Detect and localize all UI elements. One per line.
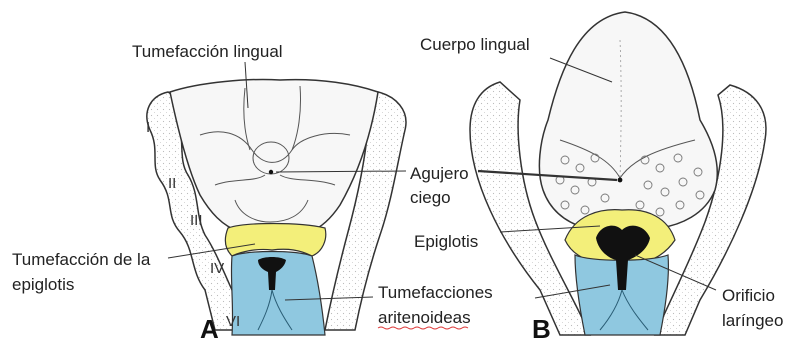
label-agujero: Agujero: [410, 164, 469, 183]
panel-label-b: B: [532, 314, 551, 342]
label-epiglotis: Epiglotis: [414, 232, 478, 251]
label-orificio: Orificio: [722, 286, 775, 305]
label-aritenoideas: aritenoideas: [378, 308, 471, 327]
label-cuerpo-lingual: Cuerpo lingual: [420, 35, 530, 54]
panel-a-drawing: [147, 80, 406, 336]
arch-label-iv: IV: [210, 260, 224, 277]
arch-label-i: I: [146, 119, 150, 136]
lingual-swelling: [170, 80, 378, 233]
label-ciego: ciego: [410, 188, 451, 207]
arch-label-iii: III: [190, 212, 203, 229]
foramen-cecum-a: [269, 170, 273, 174]
label-laringeo: laríngeo: [722, 311, 783, 330]
label-tumefacciones: Tumefacciones: [378, 283, 493, 302]
label-tumefaccion-epiglotis-1: Tumefacción de la: [12, 250, 151, 269]
foramen-cecum-b: [618, 178, 623, 183]
label-tumefaccion-lingual: Tumefacción lingual: [132, 42, 283, 61]
tongue-body-b: [539, 12, 717, 228]
spellcheck-underline: [378, 327, 468, 329]
arch-label-vi: VI: [226, 313, 240, 330]
arch-label-ii: II: [168, 175, 176, 192]
label-tumefaccion-epiglotis-2: epiglotis: [12, 275, 74, 294]
panel-label-a: A: [200, 314, 219, 342]
